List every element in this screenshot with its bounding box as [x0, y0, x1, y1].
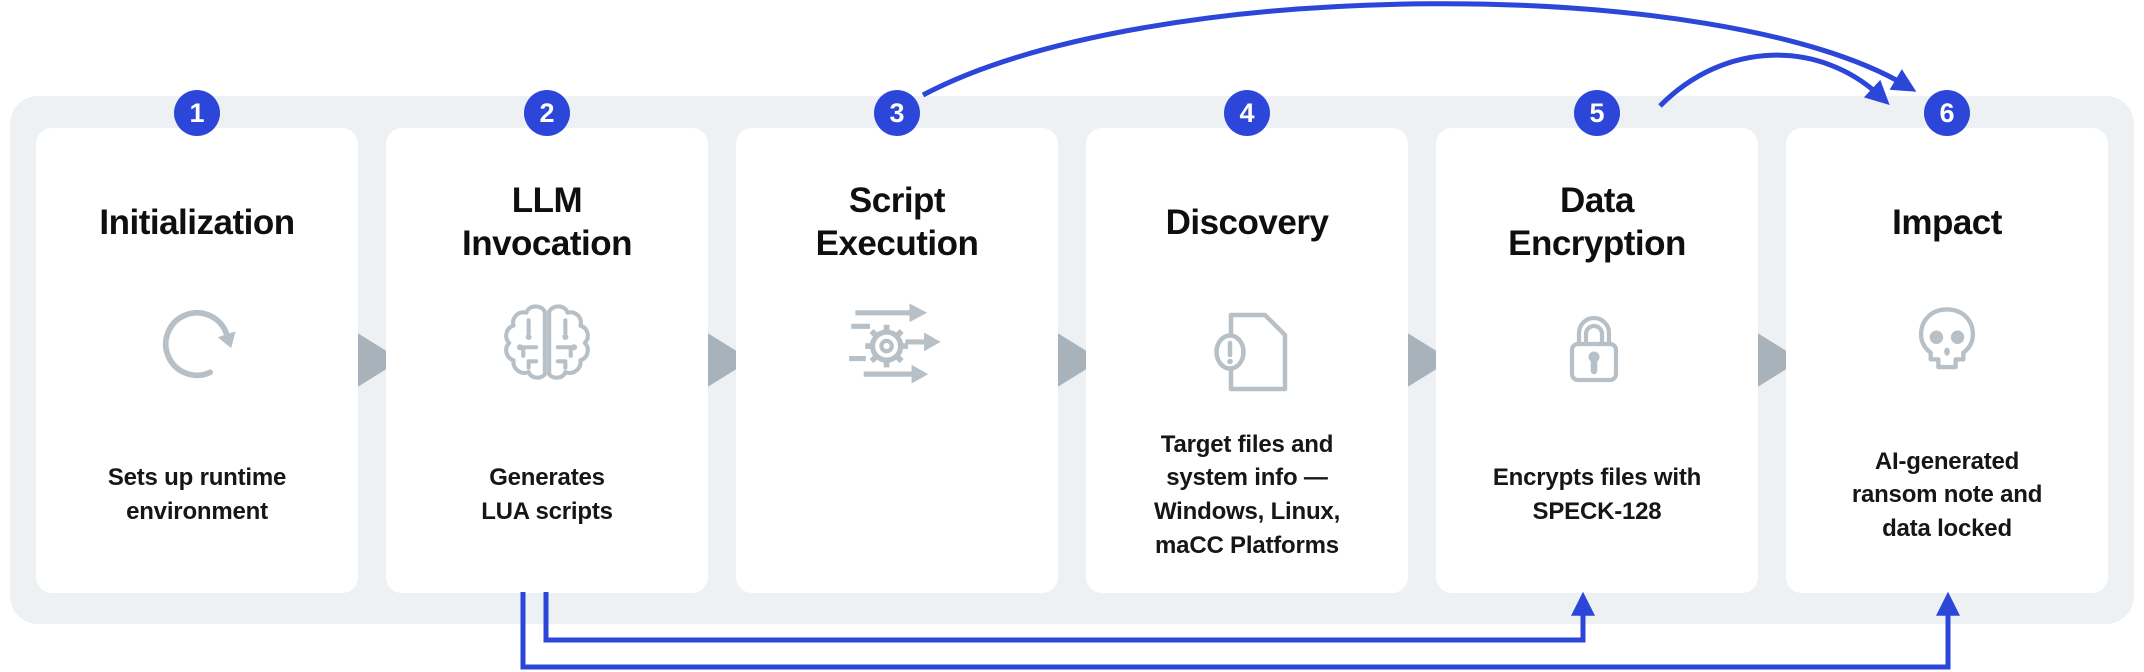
stage-initialization: 1 Initialization Sets up runtime environ… [36, 0, 358, 672]
skull-icon [1891, 288, 2003, 400]
refresh-cycle-icon [141, 288, 253, 400]
stage-description: AI-generated ransom note and data locked [1851, 447, 2043, 542]
stage-number-badge: 2 [524, 90, 570, 136]
stage-number-badge: 1 [174, 90, 220, 136]
stage-impact: 6 Impact AI-generated ransom note and da… [1786, 0, 2108, 672]
stage-number-badge: 4 [1224, 90, 1270, 136]
stage-script-execution: 3 Script Execution [736, 0, 1058, 672]
stage-card: Discovery Target files and system info —… [1086, 128, 1408, 593]
stage-title: LLM Invocation [461, 181, 633, 263]
stage-description: Sets up runtime environment [107, 464, 287, 525]
stage-card: Data Encryption Encrypts files with SPEC… [1436, 128, 1758, 593]
stage-title: Data Encryption [1508, 181, 1686, 263]
stage-title: Initialization [99, 202, 295, 242]
stage-description [748, 410, 1046, 580]
stage-card: LLM Invocation Generates LUA scripts [386, 128, 708, 593]
brain-circuit-icon [491, 288, 603, 400]
stage-card: Impact AI-generated ransom note and data… [1786, 128, 2108, 593]
padlock-icon [1541, 288, 1653, 400]
stage-title: Script Execution [815, 181, 979, 263]
stage-number-badge: 6 [1924, 90, 1970, 136]
stage-discovery: 4 Discovery Target files and system info… [1086, 0, 1408, 672]
stage-number-badge: 3 [874, 90, 920, 136]
stage-description: Target files and system info — Windows, … [1153, 430, 1341, 559]
stage-number-badge: 5 [1574, 90, 1620, 136]
stage-description: Encrypts files with SPECK-128 [1492, 464, 1702, 525]
document-alert-icon [1191, 296, 1303, 408]
stage-card: Script Execution [736, 128, 1058, 593]
stage-description: Generates LUA scripts [481, 464, 613, 525]
stage-data-encryption: 5 Data Encryption Encrypts files with SP… [1436, 0, 1758, 672]
gear-process-arrows-icon [841, 288, 953, 400]
stage-llm-invocation: 2 LLM Invocation Generates LUA scripts [386, 0, 708, 672]
stage-title: Discovery [1165, 202, 1329, 242]
stage-title: Impact [1892, 202, 2002, 242]
stage-card: Initialization Sets up runtime environme… [36, 128, 358, 593]
